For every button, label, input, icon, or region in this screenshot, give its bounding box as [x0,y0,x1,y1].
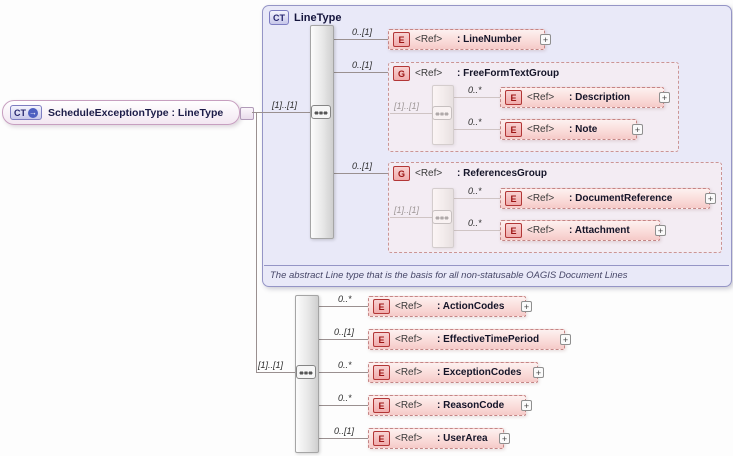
cardinality-label: 0..* [468,218,482,228]
element-actioncodes[interactable]: E <Ref> : ActionCodes [368,296,526,317]
sequence-icon[interactable] [296,365,316,379]
element-name: : ReasonCode [437,400,505,411]
connector-line [333,72,388,73]
ct-badge-label: CT [14,107,26,118]
ref-label: <Ref> [527,193,555,204]
element-linenumber[interactable]: E <Ref> : LineNumber [388,29,545,50]
complex-type-derived-icon: CT → [10,105,42,120]
element-icon: E [373,332,390,347]
ref-label: <Ref> [395,400,423,411]
element-exceptioncodes[interactable]: E <Ref> : ExceptionCodes [368,362,538,383]
group-icon: G [393,66,410,81]
connector-line [256,372,295,373]
expand-icon[interactable]: + [705,193,716,204]
expand-icon[interactable]: + [533,367,544,378]
element-userarea[interactable]: E <Ref> : UserArea [368,428,504,449]
connector-line [317,405,368,406]
expand-icon[interactable]: + [521,301,532,312]
element-description[interactable]: E <Ref> : Description [500,87,664,108]
ref-label: <Ref> [527,124,555,135]
cardinality-label: 0..[1] [352,60,373,70]
expand-icon[interactable]: + [655,225,666,236]
root-node-label: ScheduleExceptionType : LineType [48,106,224,119]
ref-label: <Ref> [395,301,423,312]
linetype-title: LineType [294,11,342,24]
ref-label: <Ref> [527,225,555,236]
cardinality-label: 0..[1] [352,27,373,37]
element-name: : Attachment [569,225,630,236]
group-header: G <Ref> : FreeFormTextGroup [393,66,559,81]
element-icon: E [373,398,390,413]
element-name: : Note [569,124,598,135]
element-name: : ActionCodes [437,301,505,312]
annotation-divider [264,265,729,266]
cardinality-label: 0..[1] [334,327,355,337]
cardinality-label: 0..[1] [352,161,373,171]
connector-line [256,112,257,372]
connector-line [317,339,368,340]
connector-line [317,438,368,439]
connector-line [333,173,388,174]
group-name: : FreeFormTextGroup [457,68,560,79]
ct-badge-label: CT [273,12,285,23]
element-icon: E [373,431,390,446]
ref-label: <Ref> [395,334,423,345]
element-name: : LineNumber [457,34,522,45]
cardinality-label: 0..* [338,360,352,370]
element-name: : UserArea [437,433,488,444]
ref-label: <Ref> [415,34,443,45]
element-name: : DocumentReference [569,193,673,204]
sequence-icon[interactable] [311,105,331,119]
ref-label: <Ref> [527,92,555,103]
cardinality-label: [1]..[1] [272,100,298,110]
connector-line [317,372,368,373]
sequence-bar [310,25,334,239]
element-effectivetimeperiod[interactable]: E <Ref> : EffectiveTimePeriod [368,329,565,350]
element-icon: E [373,299,390,314]
connector-line [317,306,368,307]
cardinality-label: 0..* [468,186,482,196]
linetype-panel-header: CT LineType [269,10,341,25]
connector-line [333,39,388,40]
element-icon: E [505,90,522,105]
linetype-annotation: The abstract Line type that is the basis… [270,270,628,281]
element-name: : ExceptionCodes [437,367,522,378]
element-icon: E [373,365,390,380]
expand-icon[interactable]: + [521,400,532,411]
ref-label: <Ref> [395,367,423,378]
connector-line [252,112,310,113]
element-reasoncode[interactable]: E <Ref> : ReasonCode [368,395,526,416]
expand-icon[interactable]: + [659,92,670,103]
complex-type-icon: CT [269,10,289,25]
group-name: : ReferencesGroup [457,168,548,179]
element-name: : EffectiveTimePeriod [437,334,540,345]
element-note[interactable]: E <Ref> : Note [500,119,637,140]
group-header: G <Ref> : ReferencesGroup [393,166,547,181]
element-icon: E [505,191,522,206]
cardinality-label: 0..* [338,294,352,304]
cardinality-label: 0..[1] [334,426,355,436]
element-icon: E [505,223,522,238]
derive-arrow-icon: → [28,107,38,118]
ref-label: <Ref> [415,168,443,179]
root-node-scheduleexceptiontype[interactable]: CT → ScheduleExceptionType : LineType [2,100,240,125]
ref-label: <Ref> [395,433,423,444]
cardinality-label: [1]..[1] [258,360,284,370]
expand-icon[interactable]: + [499,433,510,444]
ref-label: <Ref> [415,68,443,79]
cardinality-label: 0..* [468,85,482,95]
group-icon: G [393,166,410,181]
cardinality-label: 0..* [338,393,352,403]
element-icon: E [393,32,410,47]
expand-icon[interactable]: + [540,34,551,45]
expand-icon[interactable]: + [632,124,643,135]
element-attachment[interactable]: E <Ref> : Attachment [500,220,660,241]
element-icon: E [505,122,522,137]
expand-icon[interactable]: + [560,334,571,345]
element-documentreference[interactable]: E <Ref> : DocumentReference [500,188,710,209]
root-collapse-handle[interactable] [240,107,254,120]
cardinality-label: 0..* [468,117,482,127]
element-name: : Description [569,92,631,103]
